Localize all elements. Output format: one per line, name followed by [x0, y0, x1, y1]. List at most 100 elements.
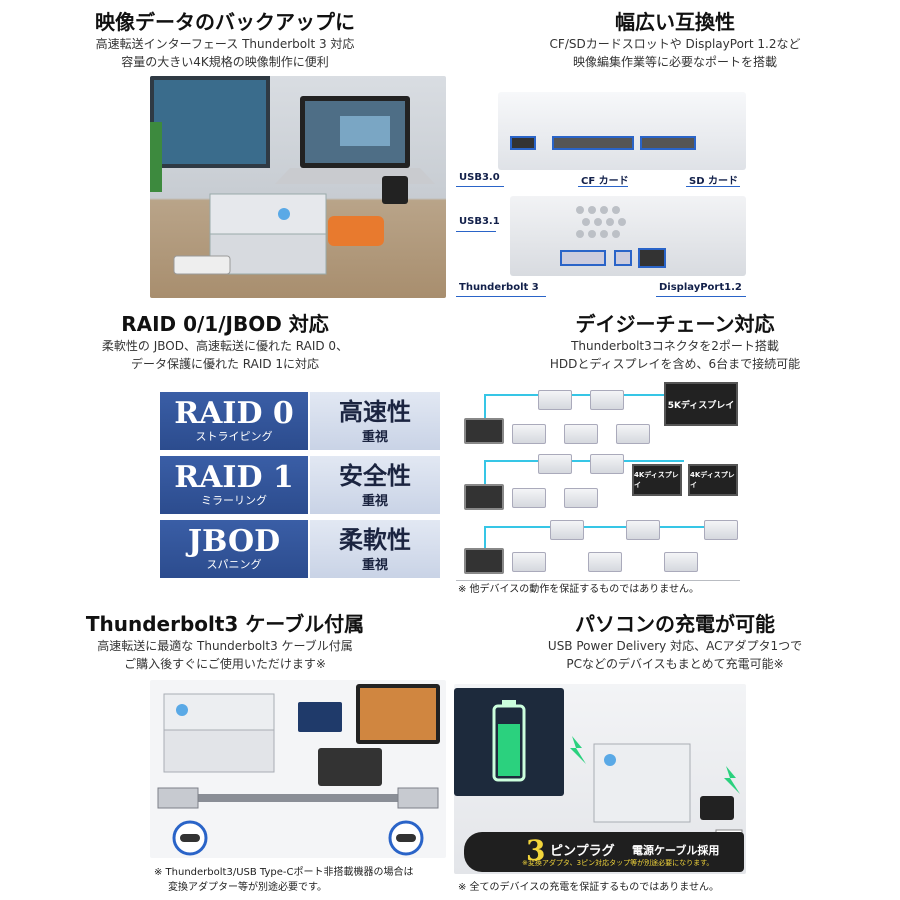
- label-displayport: DisplayPort1.2: [656, 282, 745, 293]
- desk-scene-illustration: [150, 76, 435, 275]
- panel-subtitle-1: 高速転送インターフェース Thunderbolt 3 対応: [95, 37, 355, 51]
- panel-subtitle-2: データ保護に優れた RAID 1に対応: [130, 357, 320, 371]
- raid-row-raid1: RAID 1 ミラーリング 安全性 重視: [160, 456, 440, 514]
- cable-illustration: [157, 684, 440, 856]
- hdd-device-icon: [564, 488, 598, 508]
- monitor-4k-b: 4Kディスプレイ: [688, 464, 738, 496]
- hdd-device-icon: [626, 520, 660, 540]
- callout-line: [456, 231, 496, 232]
- raid-mode-name: RAID 0: [174, 396, 294, 431]
- raid-feature: 柔軟性: [339, 524, 411, 554]
- hdd-device-icon: [616, 424, 650, 444]
- raid-mode-desc: ミラーリング: [201, 494, 267, 507]
- panel-subtitle-1: USB Power Delivery 対応、ACアダプタ1つで: [547, 639, 803, 653]
- panel-video-backup: 映像データのバックアップに 高速転送インターフェース Thunderbolt 3…: [0, 0, 450, 300]
- laptop-icon: [464, 548, 504, 574]
- thunderbolt3-ports: [560, 250, 606, 266]
- raid-mode-name: RAID 1: [174, 460, 294, 495]
- callout-line: [578, 186, 628, 187]
- panel-subtitle-1: 柔軟性の JBOD、高速転送に優れた RAID 0、: [101, 339, 349, 353]
- label-usb31: USB3.1: [456, 216, 503, 227]
- hdd-device-icon: [588, 552, 622, 572]
- divider: [456, 580, 740, 581]
- panel-title: デイジーチェーン対応: [575, 312, 775, 336]
- raid-feature: 安全性: [339, 460, 411, 490]
- raid-feature-emphasis: 重視: [361, 493, 388, 509]
- usb31-port: [614, 250, 632, 266]
- panel-subtitle-1: Thunderbolt3コネクタを2ポート搭載: [571, 339, 779, 353]
- chain-line: [484, 526, 734, 528]
- panel-daisy-chain: デイジーチェーン対応 Thunderbolt3コネクタを2ポート搭載 HDDとデ…: [450, 300, 900, 600]
- chain-line: [484, 394, 664, 396]
- hdd-device-icon: [564, 424, 598, 444]
- raid-feature-cell: 高速性 重視: [310, 392, 440, 450]
- chain-line: [484, 526, 486, 550]
- cable-product-image: [150, 680, 446, 858]
- vent-pattern: [576, 206, 626, 238]
- callout-line: [456, 186, 504, 187]
- raid-feature-emphasis: 重視: [361, 557, 388, 573]
- front-panel-image: [498, 92, 746, 170]
- raid-mode-desc: ストライピング: [195, 430, 273, 443]
- hdd-device-icon: [538, 390, 572, 410]
- panel-subtitle-2: 映像編集作業等に必要なポートを搭載: [572, 55, 777, 69]
- three-pin-plug-banner: 3 ピンプラグ 電源ケーブル採用 ※変換アダプタ、3ピン対応タップ等が別途必要に…: [464, 832, 744, 872]
- disclaimer-note: ※ 他デバイスの動作を保証するものではありません。: [458, 584, 699, 595]
- callout-line: [656, 296, 746, 297]
- raid-mode-cell: RAID 1 ミラーリング: [160, 456, 310, 514]
- raid-feature-cell: 安全性 重視: [310, 456, 440, 514]
- panel-charging: パソコンの充電が可能 USB Power Delivery 対応、ACアダプタ1…: [450, 600, 900, 900]
- callout-line: [686, 186, 740, 187]
- raid-mode-name: JBOD: [187, 524, 281, 559]
- raid-feature-cell: 柔軟性 重視: [310, 520, 440, 578]
- monitor-4k-a: 4Kディスプレイ: [632, 464, 682, 496]
- displayport-port: [638, 248, 666, 268]
- panel-subtitle-2: HDDとディスプレイを含め、6台まで接続可能: [549, 357, 801, 371]
- panel-subtitle-2: 容量の大きい4K規格の映像制作に便利: [121, 55, 329, 69]
- hdd-device-icon: [512, 552, 546, 572]
- three-pin-note: ※変換アダプタ、3ピン対応タップ等が別途必要になります。: [522, 859, 714, 867]
- panel-compatibility: 幅広い互換性 CF/SDカードスロットや DisplayPort 1.2など 映…: [450, 0, 900, 300]
- laptop-icon: [464, 418, 504, 444]
- video-editing-photo: [150, 76, 446, 298]
- three-pin-label-2: 電源ケーブル採用: [632, 844, 720, 857]
- hdd-device-icon: [512, 488, 546, 508]
- label-sd: SD カード: [686, 172, 741, 187]
- cable-note-2: 変換アダプター等が別途必要です。: [168, 882, 327, 893]
- panel-subtitle-1: CF/SDカードスロットや DisplayPort 1.2など: [549, 37, 801, 51]
- panel-raid: RAID 0/1/JBOD 対応 柔軟性の JBOD、高速転送に優れた RAID…: [0, 300, 450, 600]
- raid-mode-cell: RAID 0 ストライピング: [160, 392, 310, 450]
- panel-subtitle-2: ご購入後すぐにご使用いただけます※: [124, 657, 326, 671]
- raid-feature-emphasis: 重視: [361, 429, 388, 445]
- panel-title: RAID 0/1/JBOD 対応: [121, 312, 329, 336]
- hdd-device-icon: [704, 520, 738, 540]
- hdd-device-icon: [590, 390, 624, 410]
- label-cf: CF カード: [578, 172, 632, 187]
- usb30-port: [510, 136, 536, 150]
- panel-title: パソコンの充電が可能: [575, 612, 775, 636]
- hdd-device-icon: [590, 454, 624, 474]
- label-thunderbolt3: Thunderbolt 3: [456, 282, 542, 293]
- callout-line: [456, 296, 546, 297]
- three-pin-label: ピンプラグ: [550, 844, 615, 859]
- cable-note-1: ※ Thunderbolt3/USB Type-Cポート非搭載機器の場合は: [154, 867, 414, 878]
- monitor-5k: 5Kディスプレイ: [664, 382, 738, 426]
- panel-title: 幅広い互換性: [615, 10, 735, 34]
- chain-line: [484, 460, 684, 462]
- raid-feature: 高速性: [339, 396, 411, 426]
- cf-slot: [552, 136, 634, 150]
- panel-title: Thunderbolt3 ケーブル付属: [85, 612, 365, 636]
- disclaimer-note: ※ 全てのデバイスの充電を保証するものではありません。: [458, 882, 719, 893]
- hdd-device-icon: [538, 454, 572, 474]
- hdd-device-icon: [664, 552, 698, 572]
- raid-row-jbod: JBOD スパニング 柔軟性 重視: [160, 520, 440, 578]
- hdd-device-icon: [512, 424, 546, 444]
- sd-slot: [640, 136, 696, 150]
- panel-subtitle-1: 高速転送に最適な Thunderbolt3 ケーブル付属: [97, 639, 353, 653]
- panel-cable: Thunderbolt3 ケーブル付属 高速転送に最適な Thunderbolt…: [0, 600, 450, 900]
- raid-mode-desc: スパニング: [206, 558, 262, 571]
- label-usb30: USB3.0: [456, 172, 503, 183]
- three-pin-number: 3: [526, 834, 546, 867]
- rear-panel-image: [510, 196, 746, 276]
- laptop-icon: [464, 484, 504, 510]
